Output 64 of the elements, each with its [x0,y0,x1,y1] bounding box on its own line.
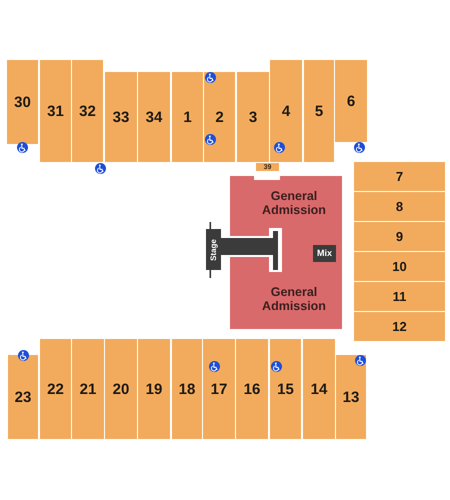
seating-section [138,72,170,162]
section-number: 3 [248,110,258,124]
section-number: 11 [392,290,406,303]
seating-section [335,60,367,142]
seating-section [304,60,334,162]
section-number: 10 [392,260,407,273]
seating-section [270,60,302,162]
seating-section [354,252,445,281]
seating-section [72,60,103,162]
seating-section [7,60,38,144]
section-number: 5 [314,104,324,118]
seating-section [172,72,203,162]
seating-section [354,222,445,251]
section-number: 32 [79,104,96,118]
seating-section [236,339,268,439]
seating-section [105,72,137,162]
section-number: 9 [396,230,404,243]
section-number: 23 [14,390,32,404]
section-number: 14 [310,382,328,396]
stage-label: Stage [210,239,218,261]
section-number: 2 [215,110,224,124]
section-number: 34 [146,110,162,124]
section-number: 15 [277,382,294,396]
seating-section [237,72,269,162]
seating-section [8,355,38,439]
section-number: 7 [396,170,404,183]
seating-section [354,192,445,221]
seating-section [105,339,137,439]
section-number: 19 [146,382,162,396]
seating-section [303,339,335,439]
section-number: 4 [282,104,290,118]
seating-section [336,355,366,439]
section-number: 1 [183,110,192,124]
seating-section [172,339,202,439]
stage [206,222,222,278]
section-number: 30 [14,94,31,110]
section-number: 13 [342,390,360,404]
section-number: 31 [47,104,64,118]
section-number: 16 [244,382,260,396]
seating-section [204,72,235,162]
seating-section [354,282,445,311]
section-number: 8 [396,200,404,213]
section-number: 17 [210,382,228,396]
booth-label: Mix [316,249,332,258]
section-number: 18 [178,382,196,396]
section-number: 6 [346,94,356,108]
area-label: General Admission [261,189,327,217]
area-label: General Admission [261,285,327,313]
seating-section [354,162,445,191]
seating-section [40,60,71,162]
seating-section [256,163,279,171]
seating-section [138,339,170,439]
section-number: 33 [112,110,130,124]
seating-section [40,339,71,439]
seating-section [354,312,445,341]
seating-section [203,339,235,439]
mix-booth [313,245,336,262]
floor-area [230,176,342,329]
section-number: 22 [47,382,64,396]
section-number: 21 [80,382,96,396]
seating-section [270,339,301,439]
seating-section [72,339,104,439]
section-number: 12 [392,320,407,333]
section-number: 20 [112,382,130,396]
